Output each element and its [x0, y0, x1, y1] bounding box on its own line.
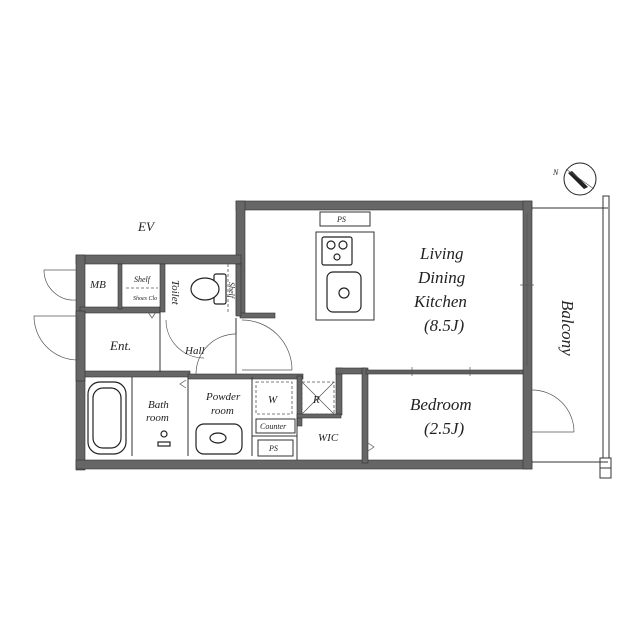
ldk-size-label: (8.5J): [424, 316, 464, 335]
bedroom-label: Bedroom: [410, 395, 472, 414]
toilet-shelf-label: Shelf: [227, 282, 236, 300]
wic-label: WIC: [318, 432, 339, 444]
doors: [33, 269, 575, 452]
bathroom-label-line2: room: [146, 412, 169, 424]
partitions: [126, 195, 612, 479]
ev-label: EV: [137, 219, 156, 234]
powder-room-label-line2: room: [211, 405, 234, 417]
hall-label: Hall: [184, 345, 205, 357]
fridge-label: R: [312, 394, 320, 406]
bathroom-label-line1: Bath: [148, 399, 169, 411]
compass-north-label: N: [552, 168, 559, 177]
shoes-shelf-label: Shelf: [134, 275, 152, 284]
entrance-label: Ent.: [109, 338, 131, 353]
toilet-label: Toilet: [169, 280, 181, 306]
ldk-label-line1: Living: [419, 244, 463, 263]
walls: [75, 200, 533, 471]
stove-icon: [321, 236, 353, 266]
ps-bottom-label: PS: [268, 444, 278, 453]
mb-label: MB: [89, 279, 106, 291]
bathtub-icon: [87, 381, 127, 455]
compass-icon: [563, 162, 597, 196]
powder-room-label-line1: Powder: [205, 391, 241, 403]
kitchen-sink-icon: [326, 271, 362, 313]
toilet-icon: [190, 273, 227, 305]
shoes-closet-label: Shoes Clo: [133, 296, 157, 302]
counter-label: Counter: [260, 422, 287, 431]
sink-icon: [195, 423, 243, 455]
faucet-icon: [157, 430, 171, 447]
ldk-label-line3: Kitchen: [413, 292, 467, 311]
ldk-label-line2: Dining: [417, 268, 465, 287]
ps-top-label: PS: [336, 215, 346, 224]
bedroom-size-label: (2.5J): [424, 419, 464, 438]
balcony-label: Balcony: [558, 300, 577, 356]
washer-label: W: [268, 394, 278, 406]
